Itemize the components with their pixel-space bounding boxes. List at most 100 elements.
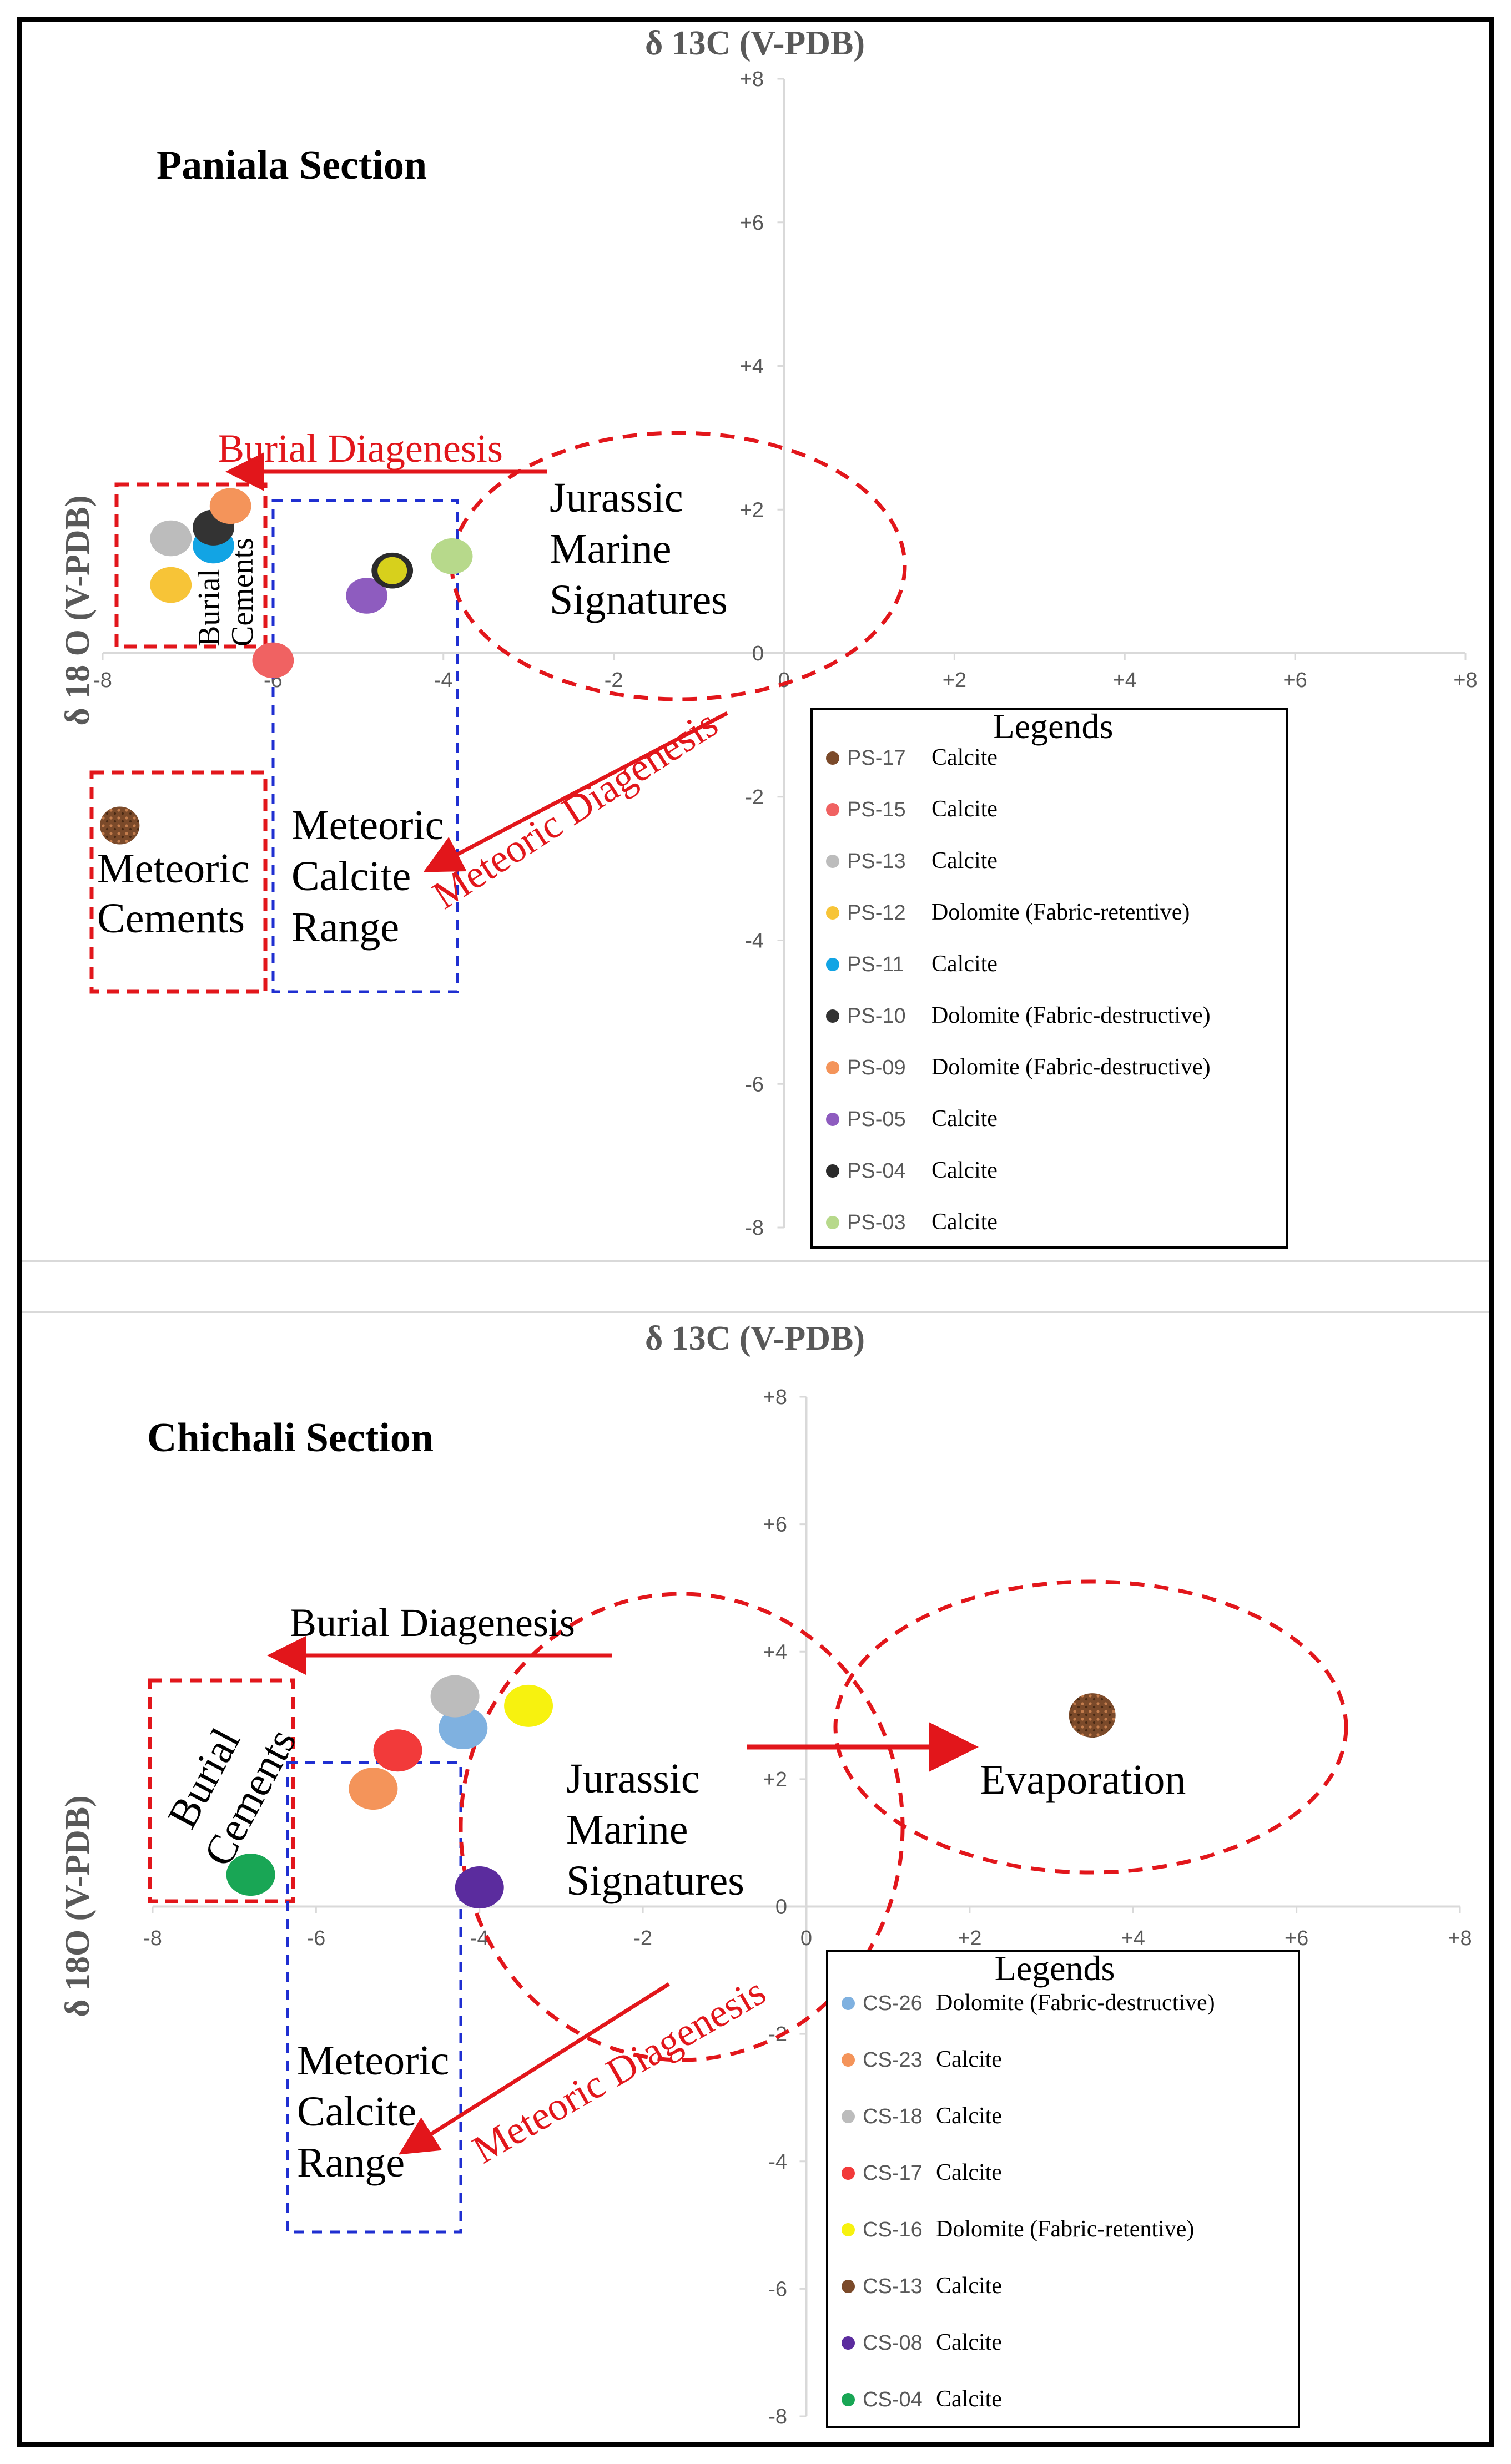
chichali-x-axis-title: δ 13C (V-PDB) <box>645 1320 865 1357</box>
chichali-x-tick-label: +6 <box>1285 1927 1308 1950</box>
paniala-legend-box <box>810 708 1288 1249</box>
legend-id-ps-12: PS-12 <box>847 901 906 925</box>
legend-marker-cs-08 <box>842 2336 855 2350</box>
chichali-legend-box <box>826 1950 1300 2428</box>
legend-id-cs-23: CS-23 <box>863 2048 923 2072</box>
paniala-meteoric-range-line3: Range <box>291 904 399 951</box>
chichali-y-tick-label: +6 <box>763 1513 787 1537</box>
chichali-meteoric-range-line2: Calcite <box>297 2088 416 2135</box>
chichali-point-cs-18 <box>430 1675 480 1718</box>
paniala-x-tick-label: +4 <box>1113 669 1137 692</box>
paniala-point-ps-05 <box>346 578 388 614</box>
legend-desc-cs-08: Calcite <box>936 2330 1002 2355</box>
legend-id-ps-11: PS-11 <box>847 953 904 976</box>
chichali-x-tick-label: +2 <box>958 1927 981 1950</box>
chichali-point-cs-16 <box>504 1684 553 1727</box>
chichali-jurassic-line2: Marine <box>566 1806 688 1853</box>
chichali-jurassic-line1: Jurassic <box>566 1755 700 1802</box>
legend-id-cs-16: CS-16 <box>863 2218 923 2241</box>
legend-id-ps-03: PS-03 <box>847 1211 906 1234</box>
chichali-legend-title: Legends <box>995 1948 1115 1988</box>
paniala-meteoric-cements-box <box>89 770 268 994</box>
legend-desc-ps-17: Calcite <box>931 745 998 770</box>
paniala-x-tick-label: +6 <box>1283 669 1307 692</box>
chichali-y-axis-title: δ 18O (V-PDB) <box>59 1795 97 2017</box>
paniala-x-tick-label: 0 <box>778 669 790 692</box>
chichali-point-cs-08 <box>455 1866 504 1909</box>
chichali-burial-diagenesis-label: Burial Diagenesis <box>290 1600 575 1645</box>
chichali-meteoric-diagenesis-arrow <box>399 1982 670 2155</box>
chichali-y-tick-label: +4 <box>763 1640 787 1664</box>
paniala-point-ps-17 <box>99 806 140 845</box>
chichali-burial-cements-box <box>148 1678 295 1903</box>
paniala-point-ps-13 <box>150 520 192 557</box>
legend-desc-ps-15: Calcite <box>931 796 998 822</box>
paniala-x-tick-label: +2 <box>943 669 966 692</box>
legend-marker-ps-15 <box>826 803 839 816</box>
legend-desc-ps-03: Calcite <box>931 1209 998 1235</box>
legend-marker-cs-17 <box>842 2167 855 2180</box>
chichali-y-tick-label: 0 <box>775 1896 787 1919</box>
chichali-evaporation-ellipse <box>833 1579 1348 1875</box>
legend-id-cs-08: CS-08 <box>863 2331 923 2355</box>
paniala-meteoric-calcite-range-box <box>271 499 459 993</box>
paniala-meteoric-cements-line2: Cements <box>97 895 245 942</box>
legend-desc-ps-11: Calcite <box>931 951 998 977</box>
legend-marker-ps-13 <box>826 855 839 868</box>
chichali-x-tick-label: -2 <box>633 1927 652 1950</box>
paniala-meteoric-diagenesis-label: Meteoric Diagenesis <box>425 701 726 917</box>
paniala-y-tick-label: -4 <box>745 930 764 953</box>
chichali-y-tick-label: +2 <box>763 1768 787 1791</box>
chichali-x-tick-label: 0 <box>800 1927 812 1950</box>
paniala-x-axis-title: δ 13C (V-PDB) <box>645 24 865 62</box>
chichali-point-cs-23 <box>349 1768 398 1810</box>
paniala-y-tick-label: 0 <box>752 642 764 665</box>
legend-id-cs-17: CS-17 <box>863 2162 923 2185</box>
legend-marker-cs-04 <box>842 2393 855 2406</box>
chichali-y-tick-label: -4 <box>768 2150 787 2174</box>
chichali-meteoric-calcite-range-box <box>286 1761 462 2234</box>
paniala-y-tick-label: -8 <box>745 1216 764 1240</box>
paniala-y-tick-label: -2 <box>745 786 764 809</box>
chichali-jurassic-line3: Signatures <box>566 1857 744 1904</box>
chichali-point-cs-04 <box>226 1854 275 1896</box>
legend-marker-cs-18 <box>842 2110 855 2123</box>
legend-desc-cs-04: Calcite <box>936 2386 1002 2412</box>
legend-id-ps-15: PS-15 <box>847 798 906 821</box>
paniala-jurassic-line3: Signatures <box>550 577 728 623</box>
chichali-x-tick-label: -6 <box>306 1927 325 1950</box>
chichali-meteoric-range-line3: Range <box>297 2139 405 2186</box>
chichali-section-title: Chichali Section <box>147 1415 434 1461</box>
legend-id-cs-18: CS-18 <box>863 2105 923 2128</box>
paniala-burial-diagenesis-label: Burial Diagenesis <box>218 426 503 471</box>
legend-marker-ps-04 <box>826 1164 839 1178</box>
legend-id-ps-10: PS-10 <box>847 1004 906 1028</box>
paniala-jurassic-line1: Jurassic <box>550 474 683 521</box>
legend-desc-ps-05: Calcite <box>931 1106 998 1132</box>
chichali-evaporation-label: Evaporation <box>980 1756 1186 1803</box>
paniala-point-ps-12 <box>150 567 192 603</box>
paniala-meteoric-range-line1: Meteoric <box>291 802 444 849</box>
paniala-x-tick-label: +8 <box>1453 669 1477 692</box>
legend-marker-ps-03 <box>826 1216 839 1229</box>
paniala-point-ps-03 <box>431 538 473 574</box>
paniala-y-tick-label: -6 <box>745 1073 764 1096</box>
legend-marker-cs-23 <box>842 2053 855 2067</box>
chichali-points <box>226 1675 1116 1909</box>
paniala-x-tick-label: -2 <box>605 669 623 692</box>
paniala-point-ps-09 <box>209 488 251 524</box>
paniala-burial-cements-line1: Burial <box>192 569 226 647</box>
paniala-meteoric-range-line2: Calcite <box>291 853 411 900</box>
legend-marker-cs-26 <box>842 1997 855 2010</box>
paniala-y-tick-label: +2 <box>740 498 764 522</box>
paniala-y-tick-label: +4 <box>740 355 764 378</box>
legend-desc-cs-17: Calcite <box>936 2160 1002 2185</box>
legend-desc-ps-12: Dolomite (Fabric-retentive) <box>931 900 1190 925</box>
legend-marker-ps-11 <box>826 958 839 971</box>
paniala-y-tick-label: +6 <box>740 211 764 235</box>
chichali-x-tick-label: -8 <box>143 1927 162 1950</box>
